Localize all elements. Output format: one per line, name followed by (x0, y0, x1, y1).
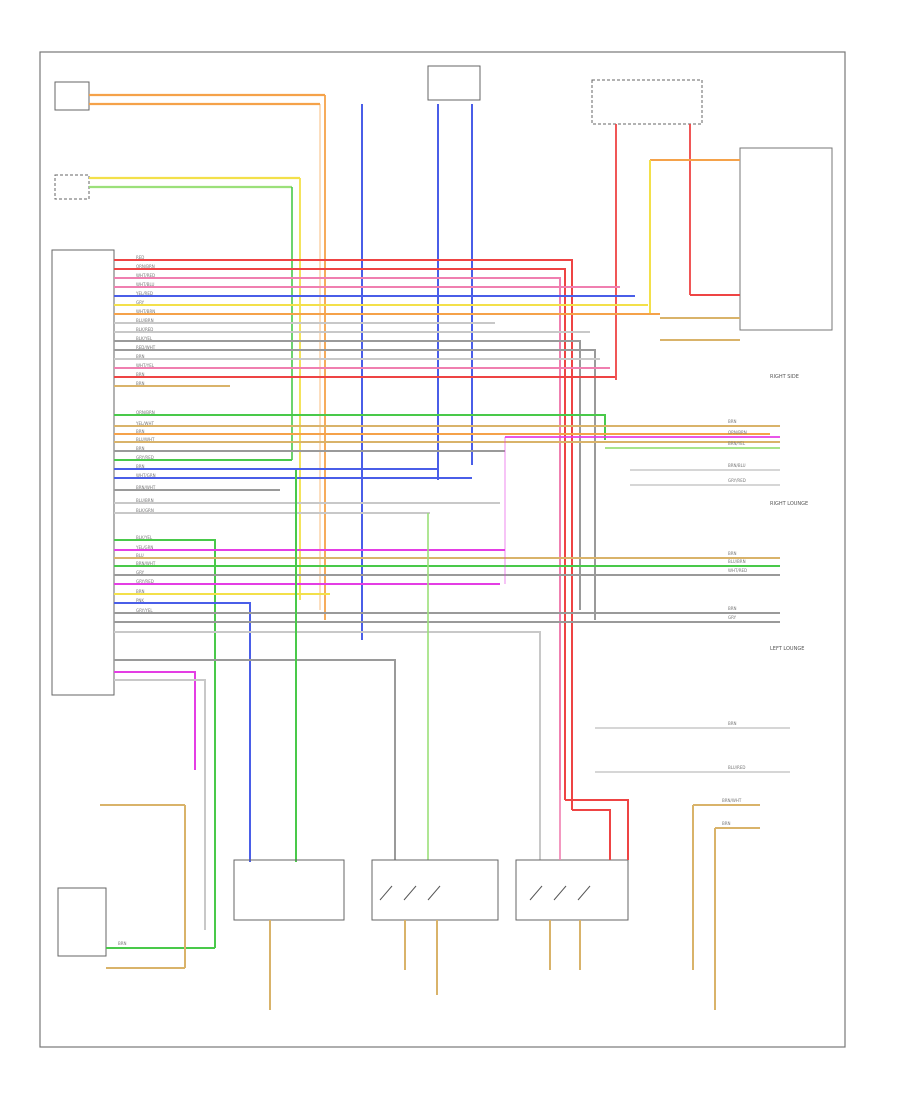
bottom-center-switch-group (371, 859, 499, 921)
main-control-module (51, 249, 115, 696)
switch-contacts (379, 885, 591, 901)
svg-text:RIGHT LOUNGE: RIGHT LOUNGE (770, 501, 808, 507)
second-switch-box (54, 174, 90, 200)
svg-text:LEFT LOUNGE: LEFT LOUNGE (770, 646, 804, 652)
top-left-switch-box (54, 81, 90, 111)
svg-text:RIGHT SIDE: RIGHT SIDE (770, 374, 799, 380)
bottom-left-switch-box (57, 887, 107, 957)
top-right-relay (591, 79, 703, 125)
bottom-left-module (233, 859, 345, 921)
bottom-right-switch-group (515, 859, 629, 921)
right-relay-block (739, 147, 833, 331)
red-down-right-2 (565, 799, 629, 860)
top-center-connector (427, 65, 481, 101)
right-side-labels: RIGHT SIDE RIGHT LOUNGE LEFT LOUNGE (770, 374, 808, 652)
harness-horizontals (114, 259, 780, 948)
diagram-border (39, 51, 846, 1048)
red-down-right-1 (572, 809, 611, 860)
